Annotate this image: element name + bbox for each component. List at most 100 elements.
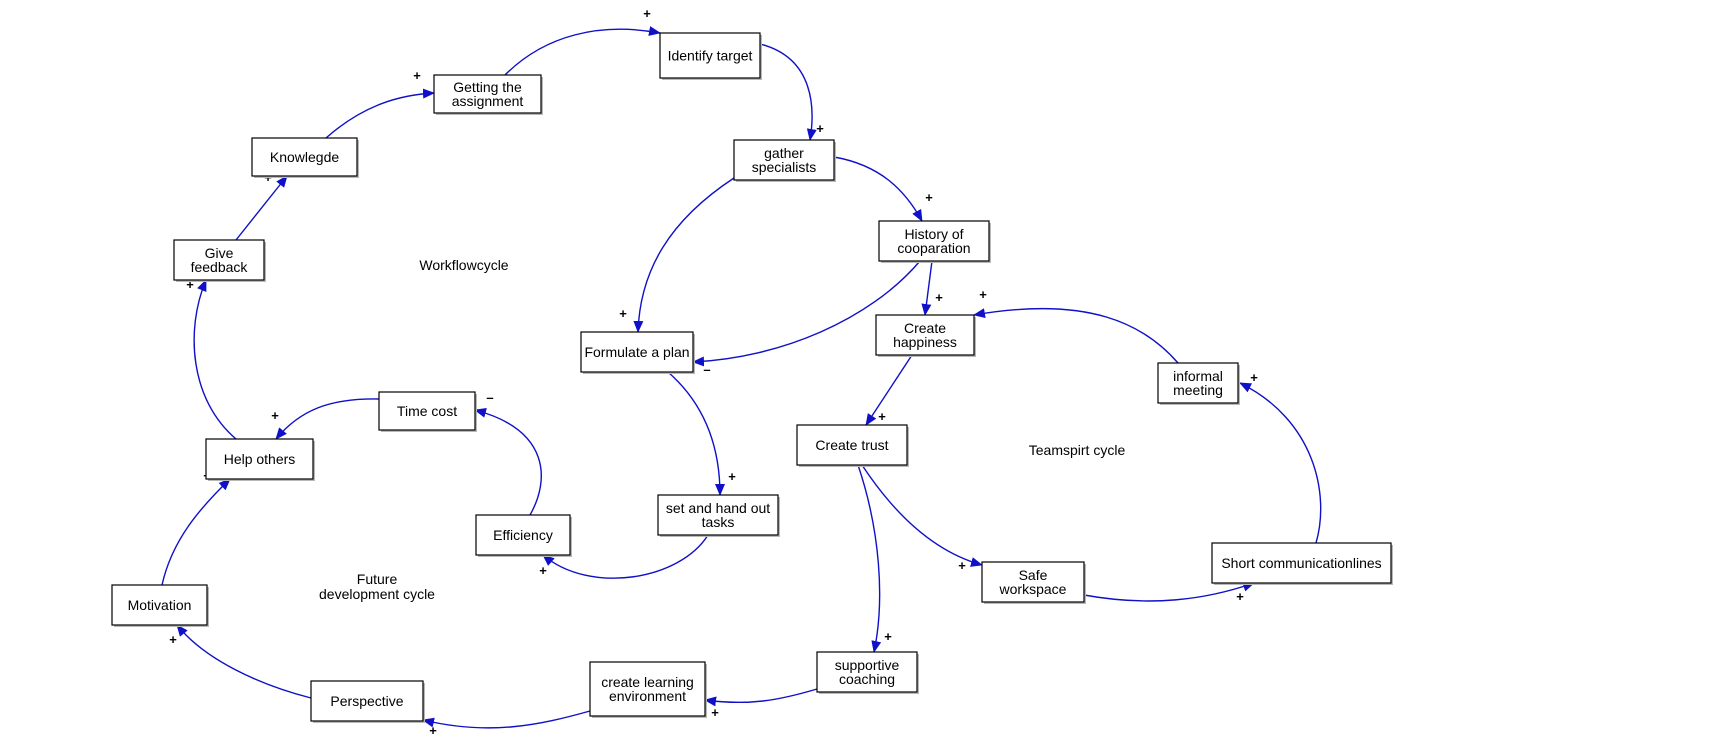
edge-gather-to-history xyxy=(833,156,923,222)
node-label: Identify target xyxy=(668,48,753,64)
node-box xyxy=(378,391,476,431)
node-label: cooparation xyxy=(897,240,970,256)
node-box xyxy=(475,514,571,556)
node-knowledge[interactable]: Knowlegde xyxy=(251,137,359,178)
cycle-label-future: Future xyxy=(357,571,398,587)
node-perspective[interactable]: Perspective xyxy=(310,680,425,723)
polarity-sign-happiness-to-trust: + xyxy=(878,409,886,424)
node-label: Safe xyxy=(1019,567,1048,583)
node-short-lines[interactable]: Short communicationlines xyxy=(1211,542,1393,585)
node-label: Time cost xyxy=(397,403,457,419)
polarity-sign-coaching-to-learning: + xyxy=(711,705,719,720)
polarity-sign-plan-to-tasks: + xyxy=(728,469,736,484)
node-label: History of xyxy=(904,226,963,242)
cycle-label-workflow: Workflowcycle xyxy=(419,257,508,273)
node-box xyxy=(733,139,835,181)
node-label: tasks xyxy=(702,514,735,530)
node-formulate-plan[interactable]: Formulate a plan xyxy=(580,331,695,374)
node-label: Help others xyxy=(224,451,296,467)
node-label: gather xyxy=(764,145,804,161)
node-label: Getting the xyxy=(453,79,522,95)
node-label: Formulate a plan xyxy=(584,344,689,360)
edge-feedback-to-knowledge xyxy=(235,175,288,241)
polarity-sign-gather-to-plan: + xyxy=(619,306,627,321)
polarity-sign-lines-to-meeting: + xyxy=(1250,370,1258,385)
node-label: create learning xyxy=(601,674,694,690)
node-box xyxy=(205,438,314,480)
node-help-others[interactable]: Help others xyxy=(205,438,315,481)
edge-perspective-to-motivation xyxy=(176,624,312,699)
node-label: Create trust xyxy=(815,437,888,453)
edge-knowledge-to-getting xyxy=(325,88,435,139)
polarity-sign-history-to-happiness: + xyxy=(935,290,943,305)
edge-trust-to-coaching xyxy=(857,464,882,653)
node-box xyxy=(310,680,424,722)
edge-timecost-to-help xyxy=(275,398,380,440)
edge-motivation-to-help xyxy=(161,478,231,586)
polarity-sign-trust-to-coaching: + xyxy=(884,629,892,644)
polarity-sign-trust-to-safe: + xyxy=(958,558,966,573)
node-label: assignment xyxy=(452,93,524,109)
node-box xyxy=(111,584,208,626)
edge-help-to-feedback xyxy=(193,279,237,440)
polarity-sign-gather-to-history: + xyxy=(925,190,933,205)
node-create-trust[interactable]: Create trust xyxy=(796,424,909,467)
node-label: Perspective xyxy=(330,693,403,709)
node-label: workspace xyxy=(999,581,1067,597)
edge-tasks-to-efficiency xyxy=(542,534,709,579)
edge-history-to-plan xyxy=(692,260,921,367)
node-label: supportive xyxy=(835,657,900,673)
edge-trust-to-safe xyxy=(861,464,983,567)
edge-plan-to-tasks xyxy=(667,371,725,496)
node-label: set and hand out xyxy=(666,500,770,516)
node-label: Knowlegde xyxy=(270,149,339,165)
edge-history-to-happiness xyxy=(921,260,933,316)
node-box xyxy=(659,32,761,79)
node-label: Short communicationlines xyxy=(1221,555,1381,571)
edge-getting-to-identify xyxy=(504,26,661,76)
node-efficiency[interactable]: Efficiency xyxy=(475,514,572,557)
polarity-sign-knowledge-to-getting: + xyxy=(413,68,421,83)
edge-learning-to-perspective xyxy=(422,710,591,729)
edges-layer xyxy=(161,26,1322,729)
edge-gather-to-plan xyxy=(633,177,735,333)
node-box xyxy=(816,651,918,693)
node-label: informal xyxy=(1173,368,1223,384)
edge-lines-to-meeting xyxy=(1239,382,1322,544)
edge-efficiency-to-timecost xyxy=(474,408,542,516)
edge-happiness-to-trust xyxy=(865,354,913,426)
node-identify-target[interactable]: Identify target xyxy=(659,32,762,80)
node-box xyxy=(173,239,265,281)
polarity-sign-learning-to-perspective: + xyxy=(429,723,437,738)
edge-identify-to-gather xyxy=(759,43,817,141)
node-label: meeting xyxy=(1173,382,1223,398)
node-motivation[interactable]: Motivation xyxy=(111,584,209,627)
node-box xyxy=(580,331,694,373)
node-box xyxy=(796,424,908,466)
node-label: coaching xyxy=(839,671,895,687)
node-label: feedback xyxy=(191,259,249,275)
node-box xyxy=(878,220,990,262)
cycle-label-future: development cycle xyxy=(319,586,435,602)
polarity-signs: ++++++–+++++–++++++++++ xyxy=(169,6,1258,738)
polarity-sign-timecost-to-help: + xyxy=(271,408,279,423)
polarity-sign-history-to-plan: – xyxy=(703,362,710,377)
cycle-label-teamspirit: Teamspirt cycle xyxy=(1029,442,1126,458)
node-box xyxy=(433,74,542,114)
polarity-sign-getting-to-identify: + xyxy=(643,6,651,21)
node-time-cost[interactable]: Time cost xyxy=(378,391,477,432)
node-label: Create xyxy=(904,320,946,336)
